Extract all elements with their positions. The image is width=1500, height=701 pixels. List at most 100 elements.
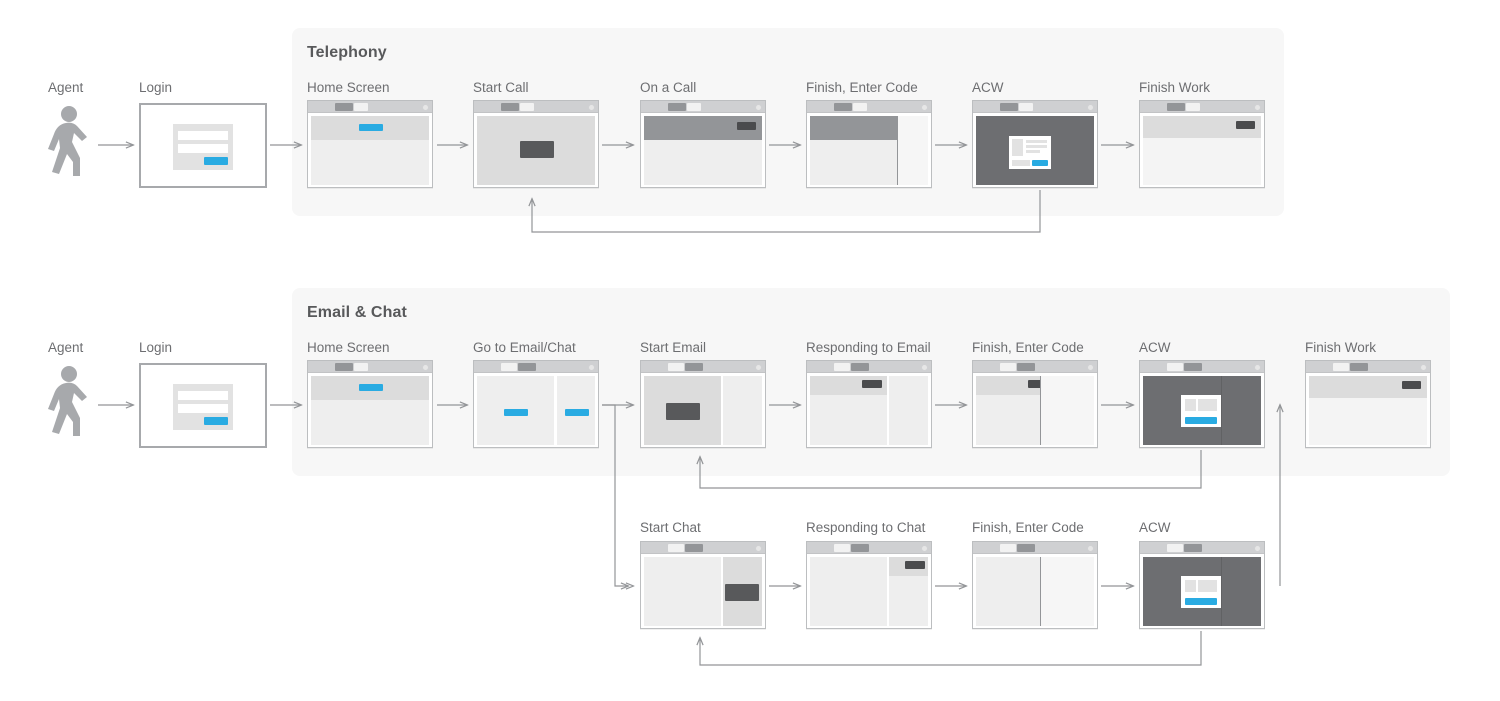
logout-button[interactable] <box>1402 381 1421 389</box>
browser-close-icon[interactable] <box>1420 364 1427 371</box>
browser-tab-idle[interactable] <box>1167 363 1183 371</box>
browser-close-icon[interactable] <box>1254 104 1261 111</box>
browser-close-icon[interactable] <box>1254 545 1261 552</box>
browser-close-icon[interactable] <box>1087 545 1094 552</box>
chat-pane[interactable] <box>889 376 928 445</box>
browser-tab-active[interactable] <box>1017 544 1035 552</box>
browser-tab-active[interactable] <box>668 103 686 111</box>
start-chat-modal[interactable] <box>725 584 759 601</box>
browser-tab-active[interactable] <box>685 363 703 371</box>
browser-close-icon[interactable] <box>755 104 762 111</box>
browser-close-icon[interactable] <box>1087 364 1094 371</box>
browser-tab-idle[interactable] <box>834 363 850 371</box>
browser-tab-idle[interactable] <box>668 363 684 371</box>
browser-close-icon[interactable] <box>755 545 762 552</box>
browser-close-icon[interactable] <box>422 364 429 371</box>
login-password-field[interactable] <box>178 144 228 153</box>
start-action-button[interactable] <box>359 384 383 391</box>
screen-go-to-email-chat[interactable] <box>473 360 599 448</box>
browser-tab-active[interactable] <box>1017 363 1035 371</box>
send-chat-button[interactable] <box>905 561 925 569</box>
send-email-button[interactable] <box>1028 380 1048 388</box>
browser-tab-idle[interactable] <box>834 544 850 552</box>
browser-tab-idle[interactable] <box>1000 363 1016 371</box>
screen-email-finish-code[interactable] <box>972 360 1098 448</box>
send-email-button[interactable] <box>862 380 882 388</box>
acw-secondary-button[interactable] <box>1012 160 1030 166</box>
start-call-modal[interactable] <box>520 141 554 158</box>
browser-tab-idle[interactable] <box>354 103 368 111</box>
browser-tab-active[interactable] <box>1167 103 1185 111</box>
screen-chat-finish-code[interactable] <box>972 541 1098 629</box>
browser-tab-idle[interactable] <box>1167 544 1183 552</box>
email-entry-button[interactable] <box>504 409 528 416</box>
acw-primary-button[interactable] <box>1032 160 1048 166</box>
acw-primary-button[interactable] <box>1185 417 1217 424</box>
acw-dialog[interactable] <box>1181 395 1221 427</box>
browser-tab-active[interactable] <box>518 363 536 371</box>
browser-tab-idle[interactable] <box>1000 544 1016 552</box>
screen-telephony-finish-code[interactable] <box>806 100 932 188</box>
browser-tab-active[interactable] <box>335 363 353 371</box>
browser-tab-active[interactable] <box>1000 103 1018 111</box>
browser-close-icon[interactable] <box>1254 364 1261 371</box>
enter-code-panel[interactable] <box>897 116 928 185</box>
screen-email-login[interactable] <box>139 363 267 448</box>
browser-close-icon[interactable] <box>588 364 595 371</box>
browser-tab-active[interactable] <box>834 103 852 111</box>
login-password-field[interactable] <box>178 404 228 413</box>
logout-button[interactable] <box>1236 121 1255 129</box>
screen-telephony-finish-work[interactable] <box>1139 100 1265 188</box>
screen-email-home[interactable] <box>307 360 433 448</box>
browser-close-icon[interactable] <box>1087 104 1094 111</box>
screen-email-finish-work[interactable] <box>1305 360 1431 448</box>
login-username-field[interactable] <box>178 131 228 140</box>
chat-entry-button[interactable] <box>565 409 589 416</box>
screen-telephony-acw[interactable] <box>972 100 1098 188</box>
screen-email-acw[interactable] <box>1139 360 1265 448</box>
browser-close-icon[interactable] <box>588 104 595 111</box>
browser-close-icon[interactable] <box>755 364 762 371</box>
browser-tab-idle[interactable] <box>501 363 517 371</box>
enter-code-panel[interactable] <box>1040 376 1094 445</box>
browser-tab-idle[interactable] <box>687 103 701 111</box>
screen-responding-email[interactable] <box>806 360 932 448</box>
browser-tab-idle[interactable] <box>668 544 684 552</box>
screen-responding-chat[interactable] <box>806 541 932 629</box>
browser-tab-active[interactable] <box>335 103 353 111</box>
screen-chat-acw[interactable] <box>1139 541 1265 629</box>
browser-tab-active[interactable] <box>501 103 519 111</box>
acw-primary-button[interactable] <box>1185 598 1217 605</box>
login-submit-button[interactable] <box>204 157 228 165</box>
screen-telephony-login[interactable] <box>139 103 267 188</box>
login-submit-button[interactable] <box>204 417 228 425</box>
browser-tab-active[interactable] <box>1184 363 1202 371</box>
screen-telephony-home[interactable] <box>307 100 433 188</box>
screen-telephony-start-call[interactable] <box>473 100 599 188</box>
login-username-field[interactable] <box>178 391 228 400</box>
acw-dialog[interactable] <box>1181 576 1221 608</box>
browser-close-icon[interactable] <box>921 104 928 111</box>
browser-tab-active[interactable] <box>685 544 703 552</box>
screen-start-chat[interactable] <box>640 541 766 629</box>
browser-tab-active[interactable] <box>851 544 869 552</box>
acw-dialog[interactable] <box>1009 136 1051 169</box>
end-call-button[interactable] <box>737 122 756 130</box>
email-pane[interactable] <box>644 557 721 626</box>
browser-tab-idle[interactable] <box>354 363 368 371</box>
start-action-button[interactable] <box>359 124 383 131</box>
browser-tab-active[interactable] <box>851 363 869 371</box>
browser-tab-idle[interactable] <box>520 103 534 111</box>
browser-tab-idle[interactable] <box>1186 103 1200 111</box>
browser-close-icon[interactable] <box>921 364 928 371</box>
browser-tab-idle[interactable] <box>1019 103 1033 111</box>
screen-start-email[interactable] <box>640 360 766 448</box>
browser-tab-idle[interactable] <box>853 103 867 111</box>
browser-close-icon[interactable] <box>422 104 429 111</box>
browser-tab-active[interactable] <box>1184 544 1202 552</box>
email-pane[interactable] <box>810 557 887 626</box>
browser-close-icon[interactable] <box>921 545 928 552</box>
chat-pane[interactable] <box>723 376 762 445</box>
enter-code-panel[interactable] <box>1040 557 1094 626</box>
browser-tab-active[interactable] <box>1350 363 1368 371</box>
